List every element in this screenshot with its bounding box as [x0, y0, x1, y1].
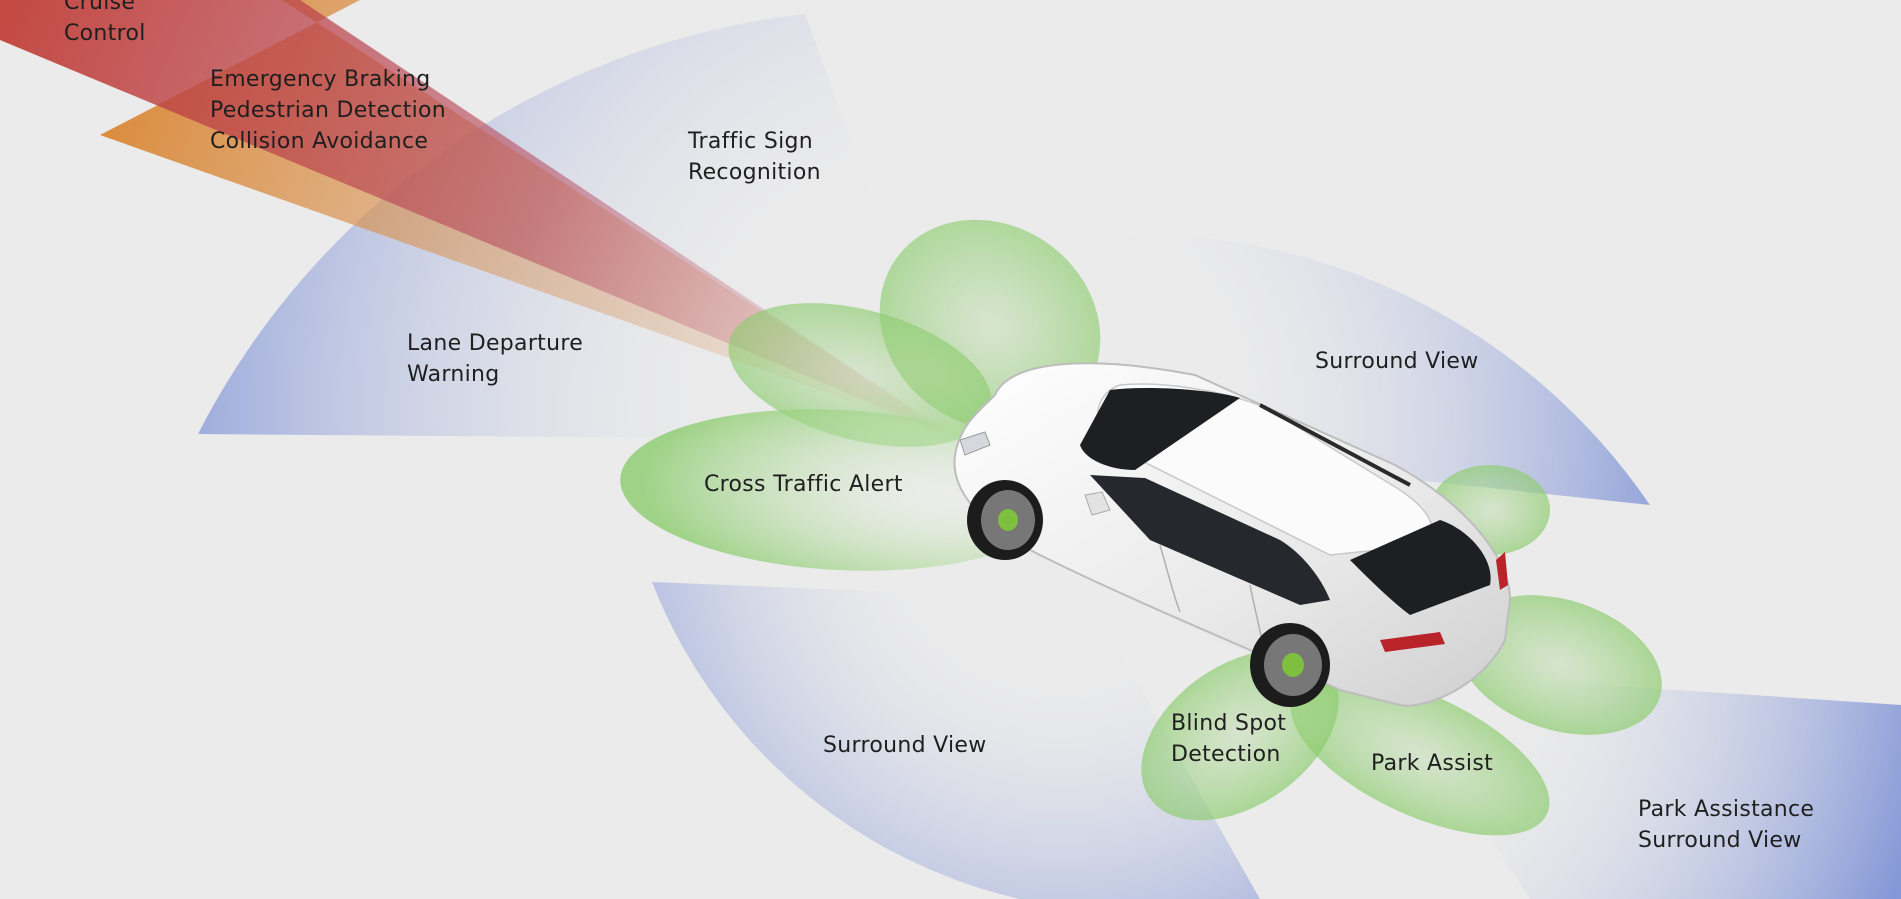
zone-park-assist	[1290, 674, 1550, 836]
label-blind-spot-detection: Blind Spot Detection	[1171, 711, 1287, 767]
label-park-assist: Park Assist	[1371, 751, 1494, 776]
label-lane-departure-warning: Lane Departure Warning	[407, 331, 584, 387]
label-traffic-sign-recognition: Traffic Sign Recognition	[688, 129, 821, 185]
zone-park-assistance	[1380, 670, 1901, 899]
zone-cruise-control	[0, 0, 960, 440]
zone-cross-traffic	[620, 409, 1060, 571]
label-surround-view-rear: Surround View	[823, 733, 987, 758]
label-park-assistance-surround-view: Park Assistance Surround View	[1638, 797, 1815, 853]
zone-surround-view-rear	[652, 582, 1260, 899]
label-surround-view-front: Surround View	[1315, 349, 1479, 374]
label-cruise-control: Cruise Control	[64, 0, 146, 46]
zone-sensor-rear-right	[1458, 595, 1662, 735]
car-icon	[953, 362, 1512, 707]
label-cross-traffic-alert: Cross Traffic Alert	[704, 472, 903, 497]
label-emergency-braking: Emergency Braking Pedestrian Detection C…	[210, 67, 447, 154]
